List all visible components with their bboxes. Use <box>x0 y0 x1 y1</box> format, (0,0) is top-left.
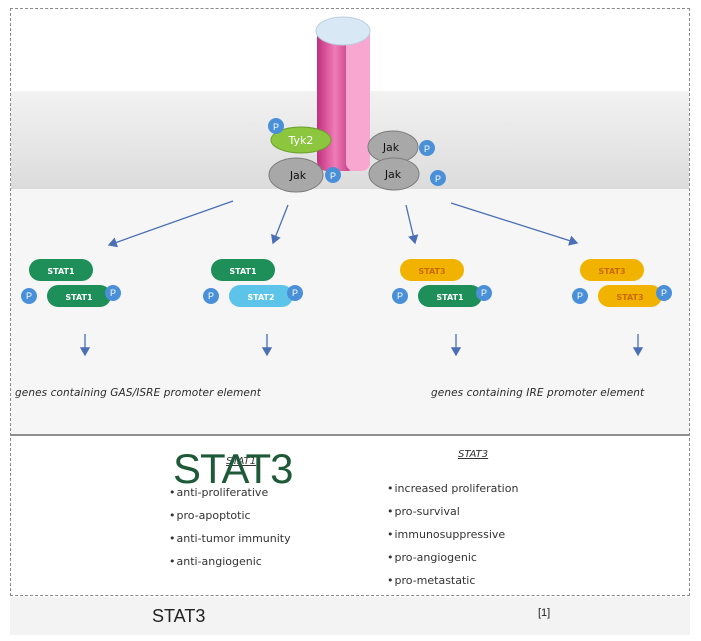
stat-monomer <box>418 285 482 307</box>
stat1-effect-item: anti-proliferative <box>169 485 291 508</box>
phospho-label: P <box>481 288 487 298</box>
phospho-label: P <box>292 288 298 298</box>
stat-monomer-label: STAT1 <box>436 293 464 302</box>
stat1-effect-item: anti-angiogenic <box>169 554 291 577</box>
phospho-label: P <box>577 291 583 301</box>
stat3-effect-item: pro-angiogenic <box>387 550 518 573</box>
caption-reference-link[interactable]: [1] <box>538 607 551 619</box>
phospho-label: P <box>661 288 667 298</box>
stat3-effect-item: increased proliferation <box>387 481 519 504</box>
stat-monomer <box>400 259 464 281</box>
jak-protein-right-bottom: Jak <box>368 157 420 191</box>
stat-monomer-label: STAT1 <box>47 267 75 276</box>
stat-monomer <box>229 285 293 307</box>
svg-text:P: P <box>330 171 336 181</box>
phospho-marker <box>287 285 303 301</box>
stat1-effect-item: anti-tumor immunity <box>169 531 291 554</box>
phospho-marker <box>392 288 408 304</box>
stat-monomer-label: STAT1 <box>229 267 257 276</box>
tyk2-protein: Tyk2 <box>270 126 332 154</box>
stat-monomer <box>580 259 644 281</box>
receptor <box>315 16 371 171</box>
phospho-marker <box>21 288 37 304</box>
phospho-label: P <box>397 291 403 301</box>
stat3-effects-list: increased proliferation pro-survival imm… <box>387 481 519 595</box>
section-divider <box>11 434 689 436</box>
phospho-marker <box>203 288 219 304</box>
stat-monomer <box>47 285 111 307</box>
caption-bar: STAT3 [1] <box>10 597 690 635</box>
svg-text:P: P <box>435 174 441 184</box>
phospho-marker <box>476 285 492 301</box>
overlay-title: STAT3 <box>173 445 293 492</box>
stat1-effects-heading: STAT1 <box>226 456 257 467</box>
caption-text: STAT3 <box>152 606 206 626</box>
cytoplasm-background <box>11 189 689 434</box>
stat3-effect-item: pro-metastatic <box>387 573 518 595</box>
stat-monomer <box>211 259 275 281</box>
transcription-arrows <box>79 334 644 357</box>
phospho-markers-receptor: P P P P <box>268 118 446 186</box>
phospho-label: P <box>26 291 32 301</box>
svg-text:P: P <box>273 122 279 132</box>
phospho-marker <box>105 285 121 301</box>
stat3-effect-item: immunosuppressive <box>387 527 518 550</box>
stat1-effect-item: pro-apoptotic <box>169 508 291 531</box>
gas-isre-genes-label: genes containing GAS/ISRE promoter eleme… <box>15 387 261 399</box>
phospho-label: P <box>110 288 116 298</box>
activation-arrows <box>107 200 579 248</box>
svg-text:Jak: Jak <box>382 141 400 154</box>
phospho-marker <box>656 285 672 301</box>
svg-text:Jak: Jak <box>289 169 307 182</box>
stat-monomer-label: STAT3 <box>418 267 445 276</box>
stat-monomer-label: STAT3 <box>598 267 625 276</box>
stat1-effects-list: anti-proliferative pro-apoptotic anti-tu… <box>169 485 291 577</box>
jak-protein-left: Jak <box>268 157 324 193</box>
phospho-label: P <box>208 291 214 301</box>
stat-monomer <box>598 285 662 307</box>
stat-monomer-label: STAT3 <box>616 293 643 302</box>
stat3-effect-item: pro-survival <box>387 504 518 527</box>
stat-monomer-label: STAT2 <box>247 293 274 302</box>
stat-monomer-label: STAT1 <box>65 293 93 302</box>
phospho-marker <box>572 288 588 304</box>
stat3-effects-heading: STAT3 <box>458 449 489 460</box>
svg-text:Jak: Jak <box>384 168 402 181</box>
svg-text:P: P <box>424 144 430 154</box>
stat-monomer <box>29 259 93 281</box>
ire-genes-label: genes containing IRE promoter element <box>431 387 645 399</box>
svg-text:Tyk2: Tyk2 <box>288 134 314 147</box>
